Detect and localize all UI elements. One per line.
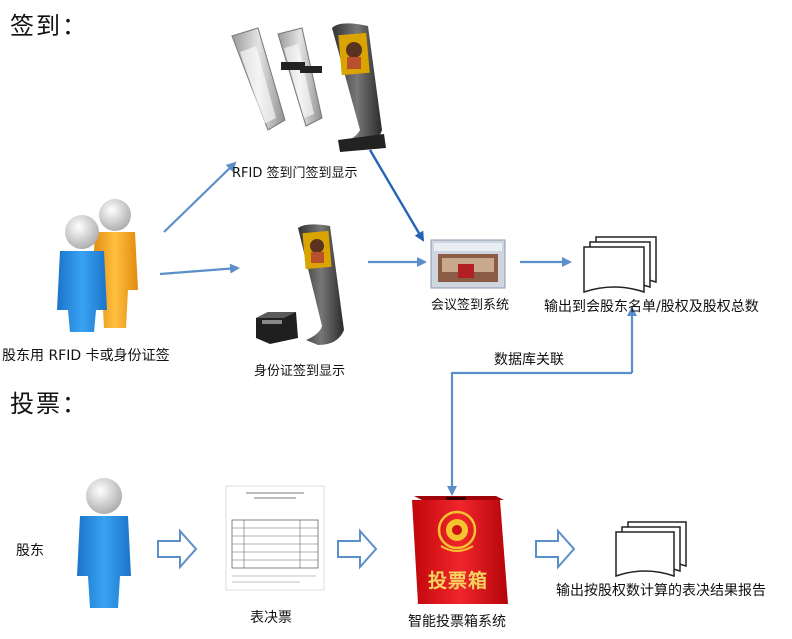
voting-heading: 投票： [10,390,88,418]
voting-arrows [157,528,576,570]
ballot-paper-icon [225,485,325,591]
ballot-label: 表决票 [250,610,292,626]
ballot-box-icon [412,496,508,604]
shareholders-icon [57,199,138,332]
kiosk-top-icon [332,23,386,152]
ballot-box-text: 投票箱 [428,570,489,592]
shareholders-label: 股东用 RFID 卡或身份证签 [2,348,170,364]
signin-system-label: 会议签到系统 [431,298,510,313]
signin-output-doc-icon [583,236,657,294]
idcard-kiosk-icon [256,224,344,345]
ballot-box-label: 智能投票箱系统 [408,614,506,630]
database-link-label: 数据库关联 [494,352,564,368]
voting-shareholder-label: 股东 [16,543,44,559]
signin-arrows [159,149,572,276]
voting-output-doc-icon [615,521,687,578]
rfid-gate-icon [231,27,323,131]
signin-heading: 签到： [10,12,88,40]
signin-output-label: 输出到会股东名单/股权及股权总数 [544,299,759,315]
rfid-label: RFID 签到门签到显示 [232,166,358,181]
idcard-label: 身份证签到显示 [254,364,346,379]
database-link-lines [447,306,637,496]
voting-shareholder-icon [77,478,131,608]
voting-output-label: 输出按股权数计算的表决结果报告 [556,583,766,599]
signin-system-icon [430,239,506,289]
